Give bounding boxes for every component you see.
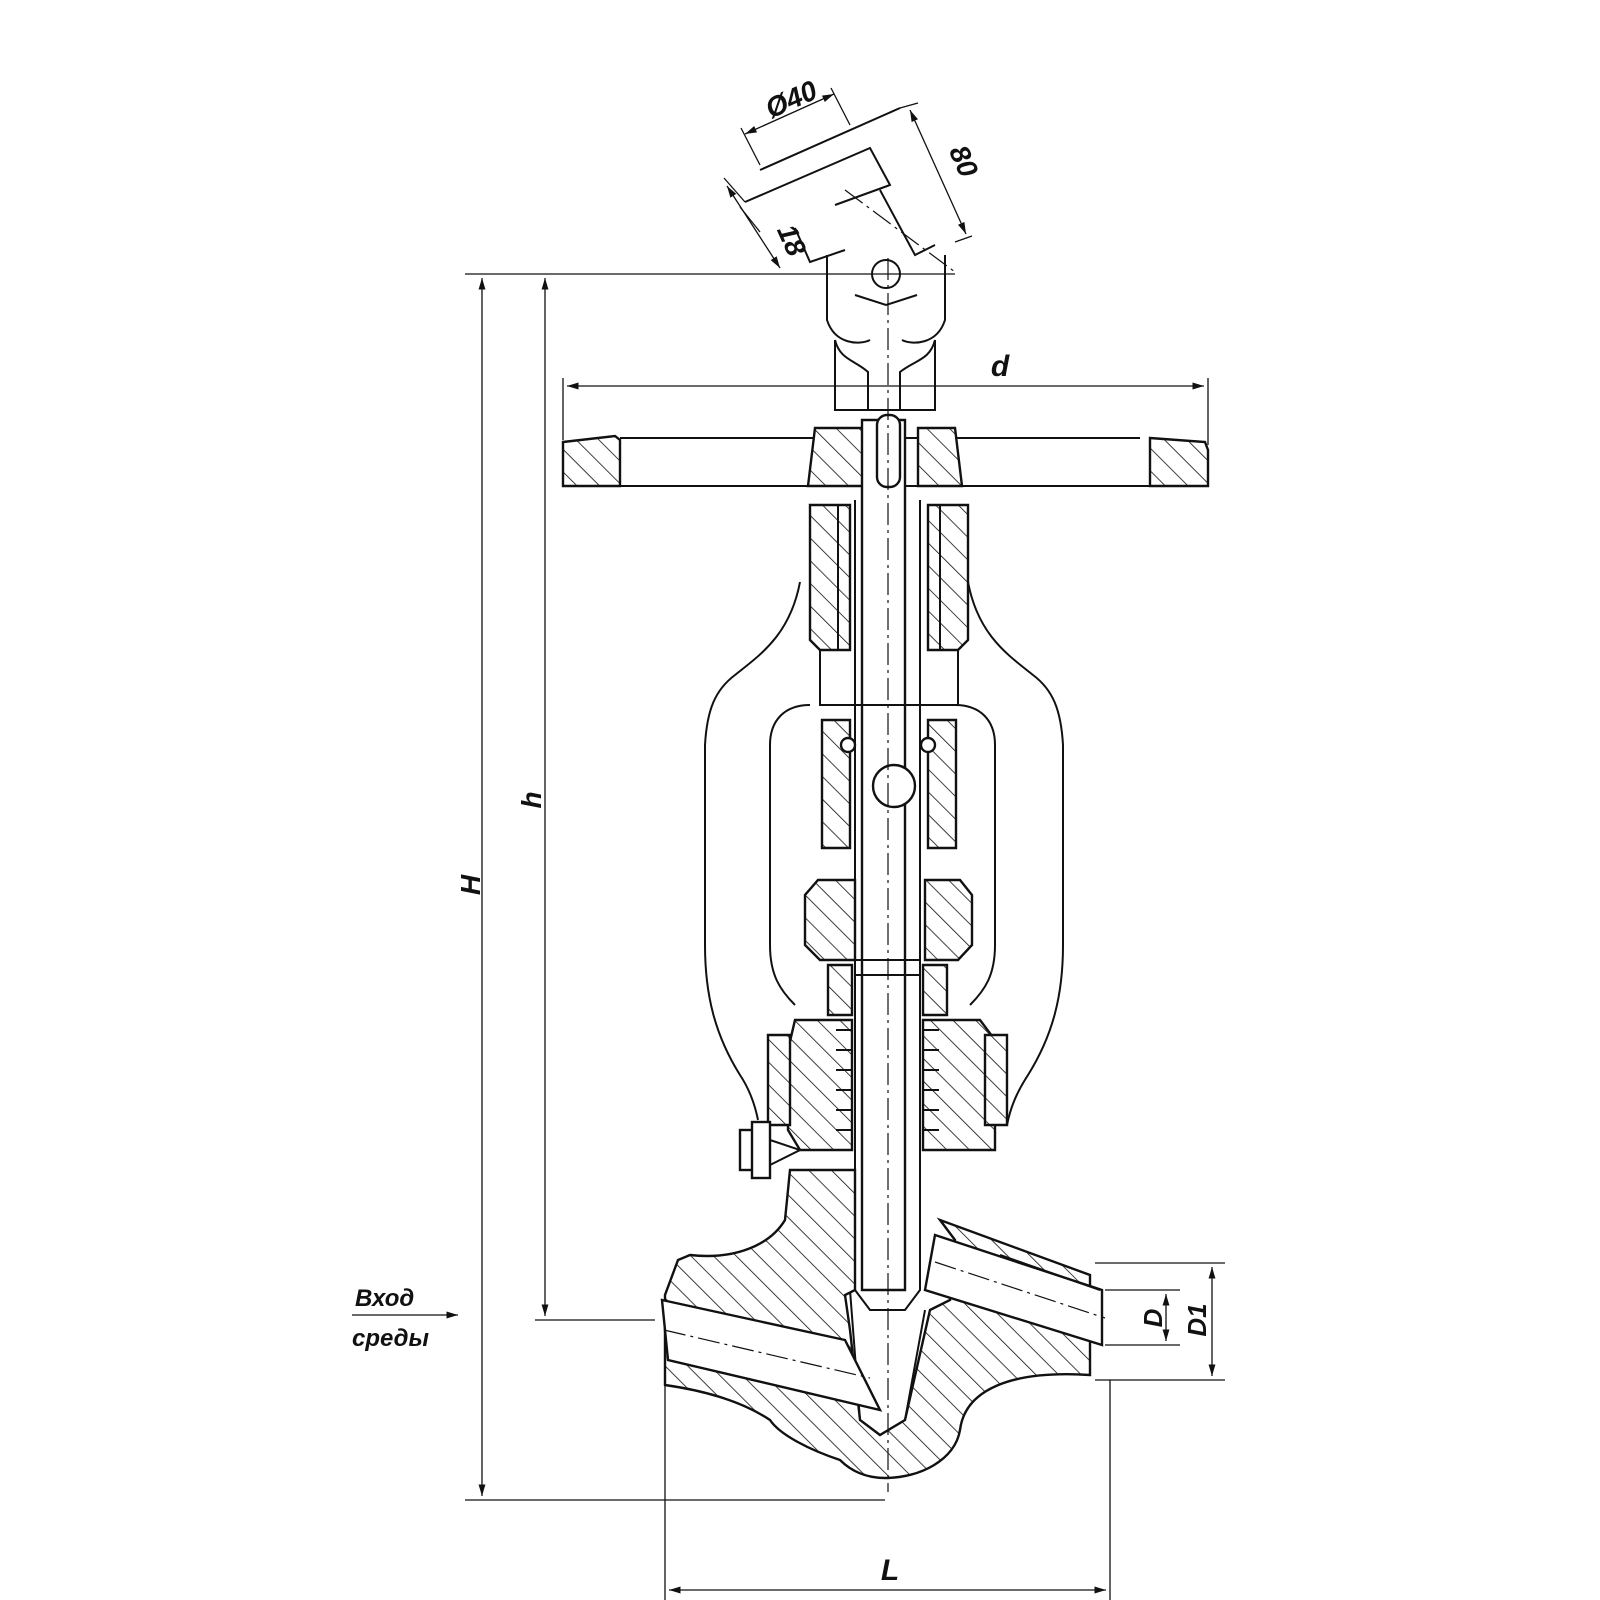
drain-plug bbox=[738, 1120, 803, 1180]
dim-diameter-40-label: Ø40 bbox=[761, 74, 822, 124]
labels: H h d L D D1 Ø40 80 18 Вход среды bbox=[352, 74, 1212, 1587]
dimension-lines bbox=[352, 87, 1225, 1600]
inlet-label-line1: Вход bbox=[355, 1285, 414, 1312]
gland-nut bbox=[803, 878, 974, 962]
dim-L-label: L bbox=[881, 1554, 899, 1587]
upper-bushing bbox=[808, 503, 970, 706]
dim-d-label: d bbox=[991, 350, 1010, 383]
packing bbox=[766, 963, 1009, 1152]
yoke bbox=[704, 581, 1064, 1126]
inlet-label-line2: среды bbox=[352, 1325, 429, 1352]
bearing bbox=[820, 718, 958, 850]
top-fitting bbox=[744, 107, 946, 411]
dim-80-label: 80 bbox=[943, 141, 984, 182]
dim-h-label: h bbox=[516, 791, 547, 808]
dim-D-label: D bbox=[1138, 1308, 1168, 1327]
centerlines bbox=[663, 189, 1106, 1492]
dim-D1-label: D1 bbox=[1182, 1303, 1212, 1336]
dim-H-label: H bbox=[455, 874, 486, 895]
